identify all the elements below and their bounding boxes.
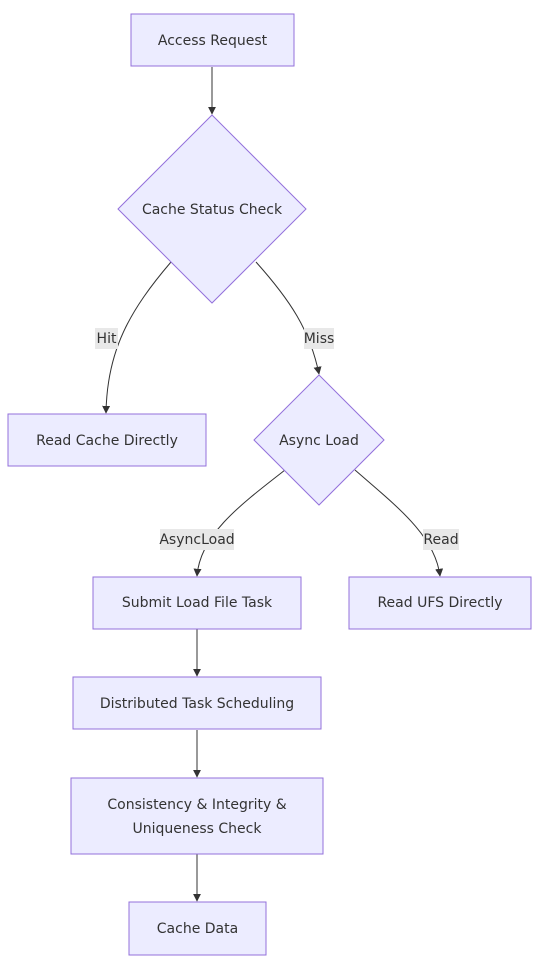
node-distributed-task-scheduling: Distributed Task Scheduling (72, 676, 322, 730)
node-read-cache-directly-label: Read Cache Directly (36, 433, 178, 449)
edge-read (354, 469, 444, 577)
node-async-load: Async Load (253, 374, 385, 506)
node-read-ufs-directly: Read UFS Directly (348, 576, 532, 630)
edge-miss (255, 261, 322, 375)
node-async-load-label: Async Load (279, 433, 359, 449)
node-cache-status-check: Cache Status Check (117, 114, 307, 304)
node-read-ufs-directly-label: Read UFS Directly (377, 595, 502, 611)
node-access-request-label: Access Request (158, 33, 268, 49)
edge-label-read: Read (423, 529, 459, 550)
node-submit-load-file-task-label: Submit Load File Task (122, 595, 273, 611)
edge-label-miss-text: Miss (304, 331, 335, 347)
edge-label-asyncload: AsyncLoad (159, 529, 235, 550)
edge-label-read-text: Read (423, 532, 458, 548)
node-distributed-task-scheduling-label: Distributed Task Scheduling (100, 696, 294, 712)
node-cache-status-check-label: Cache Status Check (142, 202, 283, 218)
node-cache-data: Cache Data (128, 901, 267, 956)
node-access-request: Access Request (130, 13, 295, 67)
edge-asyncload (193, 469, 286, 577)
node-consistency-check-label-line2: Uniqueness Check (133, 821, 263, 837)
node-read-cache-directly: Read Cache Directly (7, 413, 207, 467)
node-submit-load-file-task: Submit Load File Task (92, 576, 302, 630)
node-cache-data-label: Cache Data (157, 921, 238, 937)
node-consistency-check-label-line1: Consistency & Integrity & (107, 797, 286, 813)
node-consistency-check: Consistency & Integrity & Uniqueness Che… (70, 777, 324, 855)
edge-label-hit-text: Hit (97, 331, 117, 347)
edge-label-asyncload-text: AsyncLoad (159, 532, 234, 548)
edge-label-hit: Hit (95, 328, 118, 349)
edge-label-miss: Miss (304, 328, 335, 349)
edge-hit (102, 261, 172, 414)
